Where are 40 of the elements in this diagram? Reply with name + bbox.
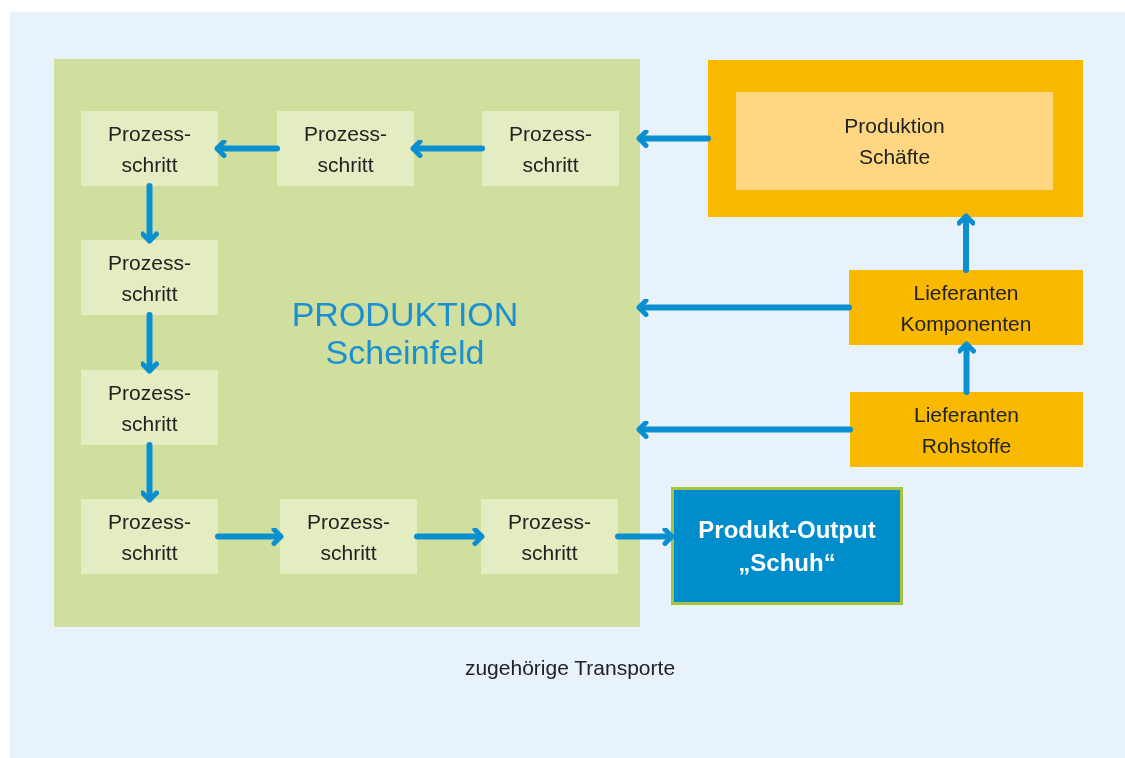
step-label: Prozess-schritt <box>107 249 192 307</box>
process-box <box>81 499 218 574</box>
process-box <box>280 499 417 574</box>
process-box <box>81 370 218 445</box>
step-label: Prozess-schritt <box>107 379 192 437</box>
step-label: Prozess-schritt <box>303 120 388 178</box>
step-label: Prozess-schritt <box>306 508 391 566</box>
arrow <box>410 139 485 158</box>
arrow <box>636 129 711 148</box>
step-label: Prozess-schritt <box>107 120 192 178</box>
supplier-box <box>849 270 1083 345</box>
arrow <box>140 442 159 503</box>
arrow <box>636 420 853 439</box>
arrow <box>414 527 485 546</box>
process-box <box>81 111 218 186</box>
step-label: Prozess-schritt <box>107 508 192 566</box>
process-box <box>481 499 618 574</box>
box-label: Lieferanten Komponenten <box>899 279 1033 337</box>
arrow <box>615 527 675 546</box>
arrow <box>636 298 852 317</box>
arrow <box>214 139 280 158</box>
process-box <box>277 111 414 186</box>
caption-text: zugehörige Transporte <box>463 656 677 680</box>
production-area <box>54 59 640 627</box>
step-label: Prozess-schritt <box>507 508 592 566</box>
process-box <box>482 111 619 186</box>
arrow <box>215 527 284 546</box>
supplier-box <box>850 392 1083 467</box>
step-label: Prozess-schritt <box>508 120 593 178</box>
arrow <box>140 183 159 244</box>
box-label: Produkt-Output „Schuh“ <box>697 515 877 578</box>
arrow <box>140 312 159 374</box>
arrow <box>956 213 976 273</box>
output-box <box>671 487 903 605</box>
production-box <box>708 60 1083 217</box>
box-label: Produktion Schäfte <box>843 113 946 170</box>
area-title: PRODUKTION Scheinfeld <box>290 295 520 371</box>
arrow <box>957 341 976 395</box>
box-label: Lieferanten Rohstoffe <box>912 401 1021 459</box>
process-box <box>81 240 218 315</box>
